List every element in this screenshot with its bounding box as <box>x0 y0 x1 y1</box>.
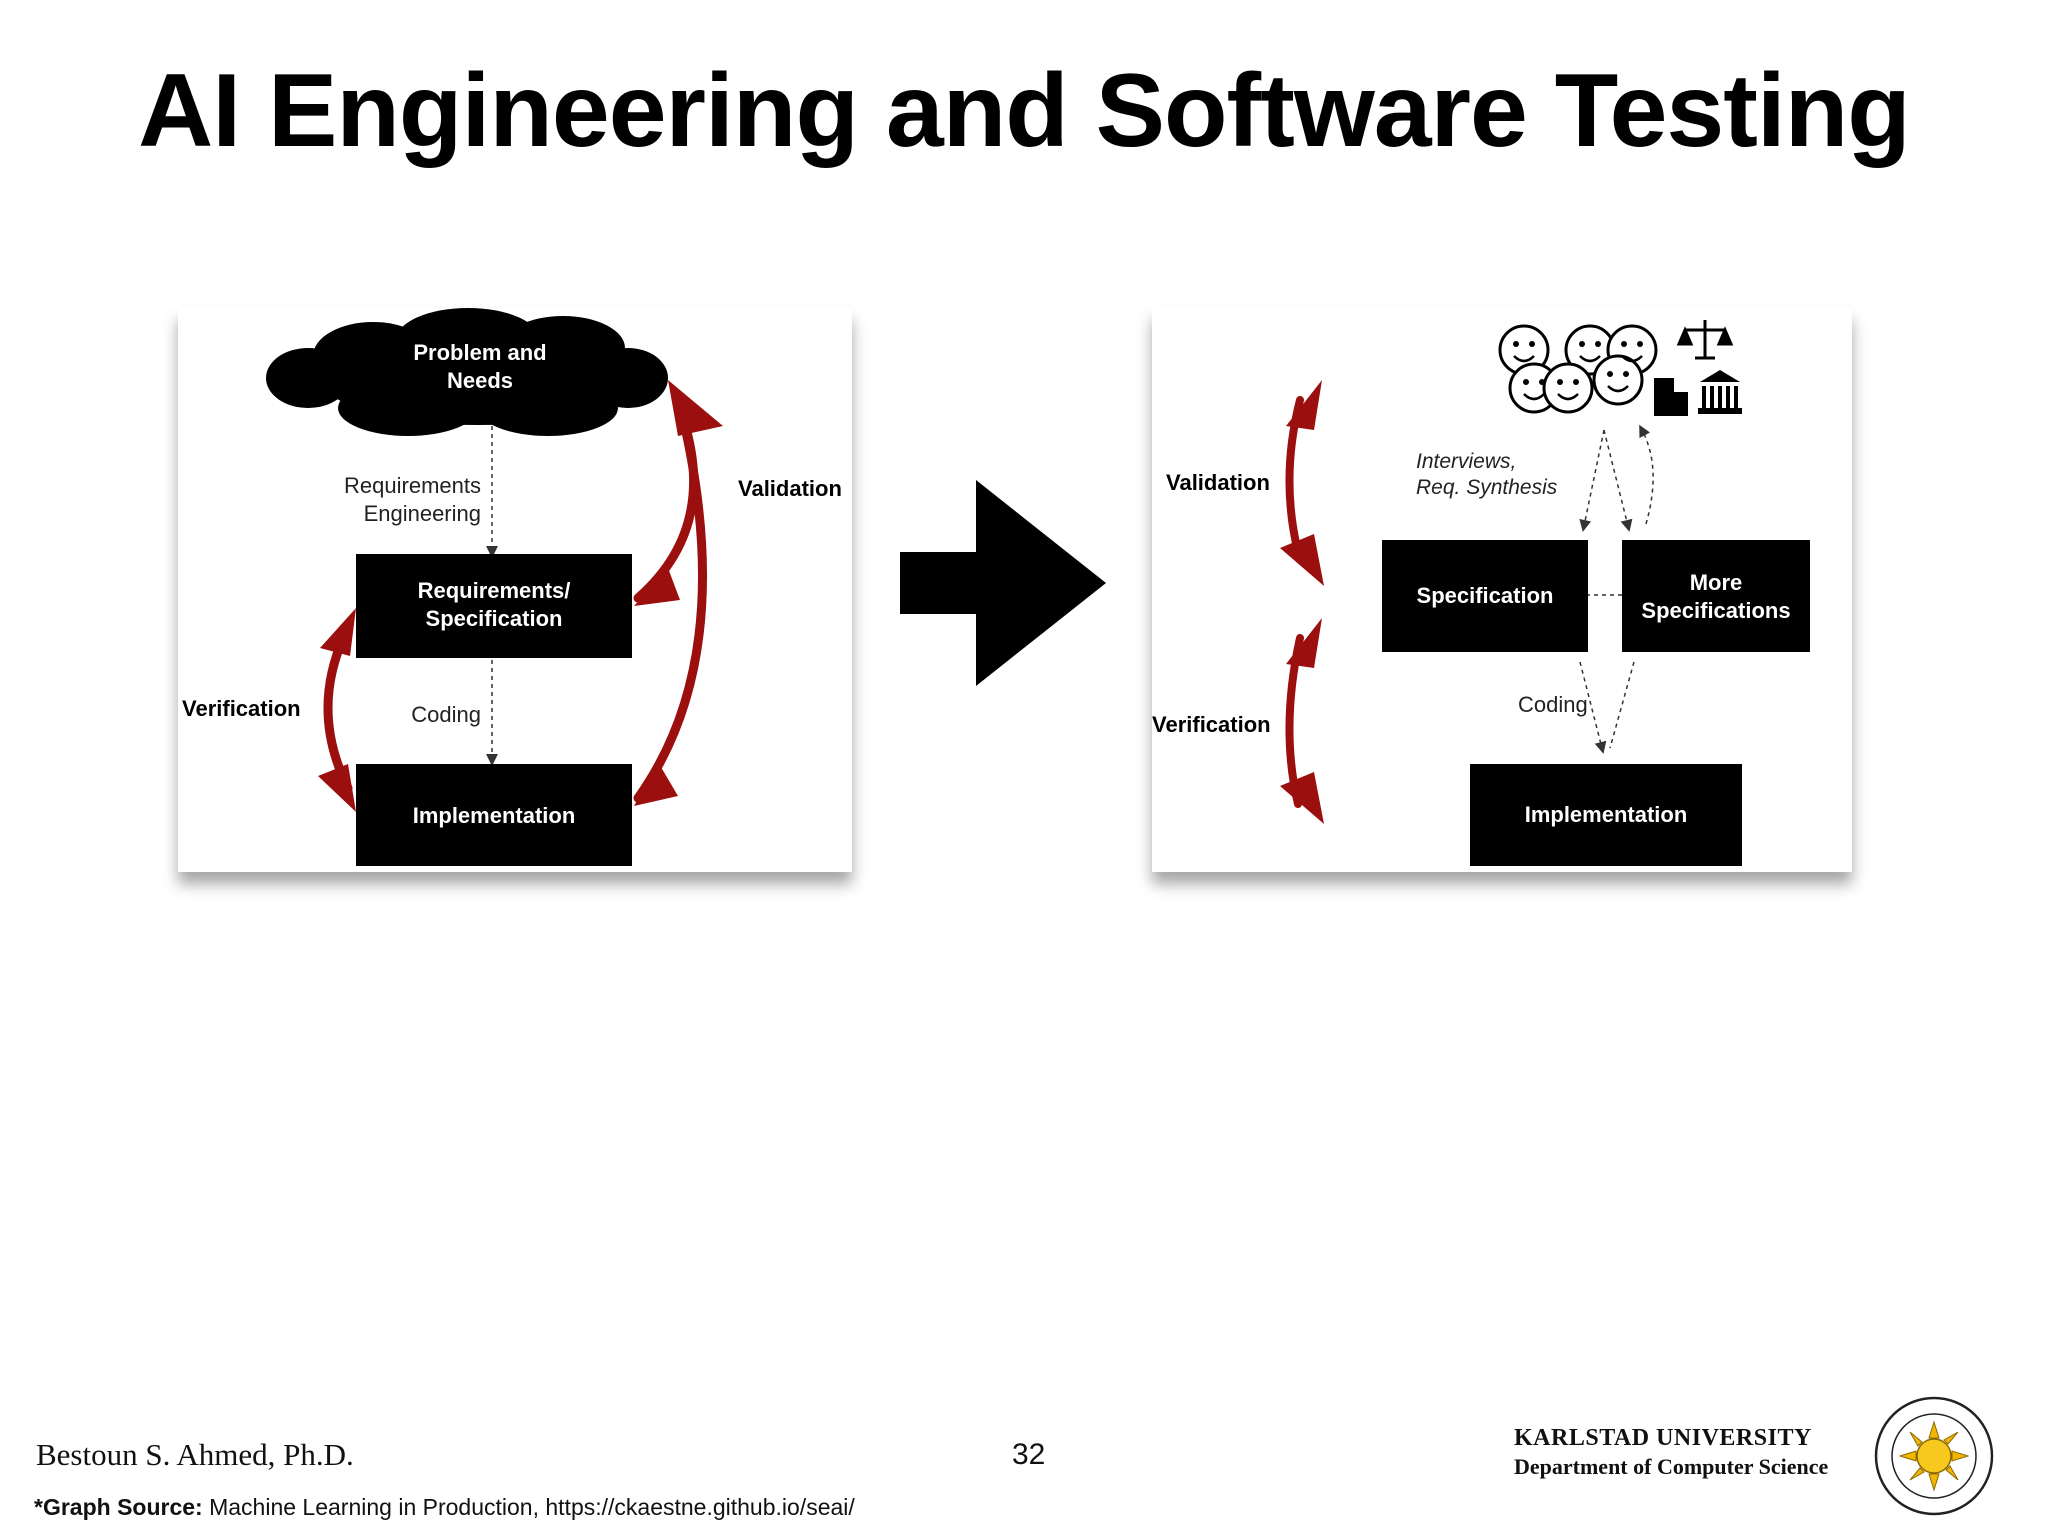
right-diagram-panel: Interviews, Req. Synthesis Specification… <box>1152 308 1852 872</box>
waterfall-diagram: Problem and Needs Requirements Engineeri… <box>182 308 842 866</box>
faces-smiles <box>1513 355 1643 401</box>
more-specs-label-line1: More <box>1690 570 1743 595</box>
interview-connector-a <box>1579 429 1605 532</box>
validation-label: Validation <box>738 476 842 501</box>
validation-label: Validation <box>1166 470 1270 495</box>
faces-eyes <box>1513 341 1643 385</box>
department-name: Department of Computer Science <box>1514 1454 1829 1479</box>
req-eng-label-line2: Engineering <box>364 501 481 526</box>
validation-arrow-impl <box>633 413 707 803</box>
implementation-label: Implementation <box>1525 802 1688 827</box>
feedback-connector <box>1639 424 1654 525</box>
validation-arrowhead-top <box>1286 380 1322 430</box>
scales-icon <box>1676 320 1734 360</box>
interviews-label-line2: Req. Synthesis <box>1416 476 1558 499</box>
university-name: KARLSTAD UNIVERSITY <box>1514 1425 1812 1451</box>
interview-connector-b <box>1603 429 1633 532</box>
coding-connector-a <box>1579 661 1607 754</box>
spec-box <box>356 554 632 658</box>
verification-label: Verification <box>182 696 301 721</box>
coding-connector-b <box>1609 661 1635 749</box>
spec-label-line2: Specification <box>426 606 563 631</box>
arrowhead-verif-top <box>320 608 356 656</box>
page-number: 32 <box>1012 1438 1046 1471</box>
cloud-label-line2: Needs <box>447 368 513 393</box>
left-diagram-panel: Problem and Needs Requirements Engineeri… <box>178 308 852 872</box>
slide-title: AI Engineering and Software Testing <box>138 53 1911 169</box>
verification-arrowhead-bottom <box>1280 772 1324 824</box>
verification-label: Verification <box>1152 712 1271 737</box>
arrowhead-impl <box>634 762 678 806</box>
validation-arrowhead-bottom <box>1280 534 1324 586</box>
implementation-label: Implementation <box>413 803 576 828</box>
specification-label: Specification <box>1417 583 1554 608</box>
coding-label: Coding <box>411 702 481 727</box>
implementation-box <box>1470 764 1742 866</box>
spec-label-line1: Requirements/ <box>418 578 571 603</box>
verification-arrowhead-top <box>1286 618 1322 668</box>
building-icon <box>1654 378 1688 416</box>
problem-cloud <box>266 308 668 436</box>
transition-arrow-icon <box>900 480 1106 686</box>
specification-box <box>1382 540 1588 652</box>
arrowhead-spec <box>634 568 680 606</box>
graph-source-label: *Graph Source: <box>34 1494 203 1520</box>
stakeholders-icon <box>1498 324 1658 414</box>
arrowhead-cloud <box>668 380 723 436</box>
author-name: Bestoun S. Ahmed, Ph.D. <box>36 1437 354 1472</box>
interviews-label-line1: Interviews, <box>1416 450 1516 473</box>
government-building-icon <box>1698 370 1742 414</box>
cloud-label-line1: Problem and <box>413 340 546 365</box>
graph-source: *Graph Source: Machine Learning in Produ… <box>34 1494 855 1521</box>
ml-requirements-diagram: Interviews, Req. Synthesis Specification… <box>1152 320 1810 866</box>
coding-label: Coding <box>1518 692 1588 717</box>
req-eng-label-line1: Requirements <box>344 473 481 498</box>
graph-source-text: Machine Learning in Production, https://… <box>209 1494 855 1520</box>
more-specs-label-line2: Specifications <box>1641 598 1790 623</box>
implementation-box <box>356 764 632 866</box>
university-seal-icon <box>1874 1396 1994 1516</box>
more-specifications-box <box>1622 540 1810 652</box>
university-block: KARLSTAD UNIVERSITY Department of Comput… <box>1514 1425 1828 1480</box>
arrowhead-verif-bottom <box>318 764 356 812</box>
